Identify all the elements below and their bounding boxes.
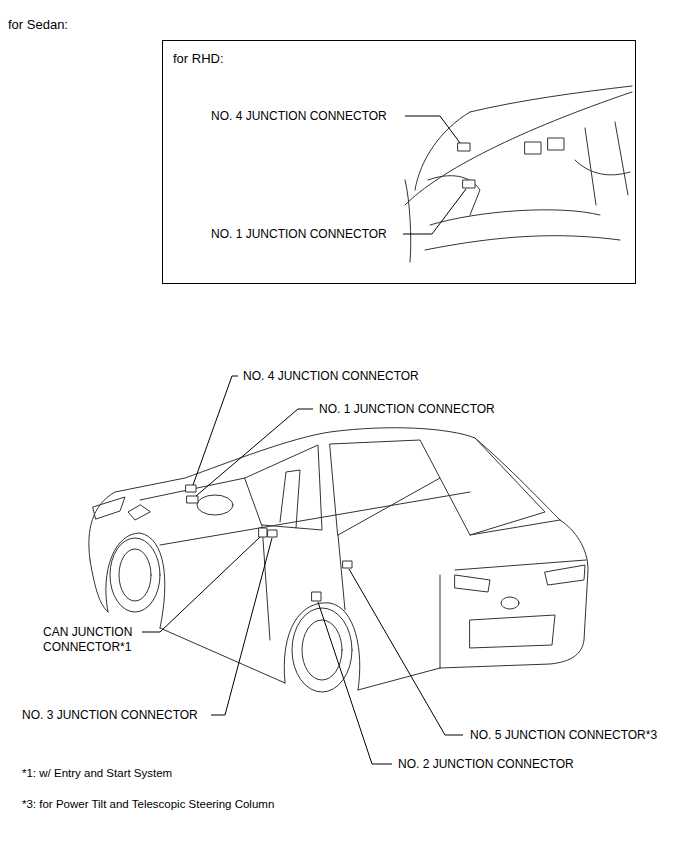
rear-door-window [330,440,440,535]
part-label: NO. 4 JUNCTION CONNECTOR [243,369,419,384]
emblem [501,597,519,609]
part-label: NO. 4 JUNCTION CONNECTOR [211,109,387,124]
side-mirror [128,505,150,520]
connector-symbol [259,528,267,537]
connector-symbol [268,530,277,537]
seat [280,470,300,528]
headlight [93,497,125,519]
air-vent [548,138,564,150]
lower-dash-line [425,236,620,250]
car-lower-line [90,560,440,690]
glovebox-line [430,210,600,225]
leader-line [405,116,460,143]
part-label: NO. 3 JUNCTION CONNECTOR [22,708,198,723]
part-label: NO. 1 JUNCTION CONNECTOR [319,402,495,417]
panel-heading: for RHD: [173,51,625,67]
wheel-rim [302,620,342,680]
license-plate [470,615,555,648]
rear-window [440,438,545,535]
leader-line [318,602,392,764]
connector-symbol [312,592,321,601]
leader-line [193,376,238,485]
leader-line [142,537,260,632]
part-label: NO. 1 JUNCTION CONNECTOR [211,227,387,242]
windshield-edge [470,86,632,112]
variant-panel: for RHD: [162,40,636,284]
dash-end [428,176,480,215]
wheel-rim [119,549,151,601]
footnote: *3: for Power Tilt and Telescopic Steeri… [22,797,274,812]
connector-symbol [186,485,196,492]
a-pillar [415,112,470,190]
part-label: NO. 2 JUNCTION CONNECTOR [398,757,574,772]
footnote: *1: w/ Entry and Start System [22,766,172,781]
door-line [160,492,470,640]
part-label: NO. 5 JUNCTION CONNECTOR*3 [470,728,657,743]
leader-line [211,538,272,715]
wheel-arch [106,533,165,628]
tail-light [545,565,585,585]
air-vent [525,142,541,154]
connector-symbol [343,561,352,568]
trunk-line [440,520,586,668]
tail-light [455,575,490,592]
rear-wheel [292,608,352,692]
steering-wheel [197,495,233,515]
connector-symbol [458,143,470,151]
connector-symbol [187,496,198,503]
part-label: CAN JUNCTION CONNECTOR*1 [43,625,143,655]
page-heading: for Sedan: [8,17,68,33]
front-door-window [245,445,322,530]
center-console [585,122,628,205]
connector-symbol [463,180,475,188]
leader-line [349,569,463,735]
wheel-arch [284,603,360,690]
console-line [575,160,630,175]
leader-line [403,189,466,234]
front-wheel [110,538,160,612]
door-edge [405,180,411,262]
dashboard-line [405,92,632,205]
leader-line [196,409,313,496]
